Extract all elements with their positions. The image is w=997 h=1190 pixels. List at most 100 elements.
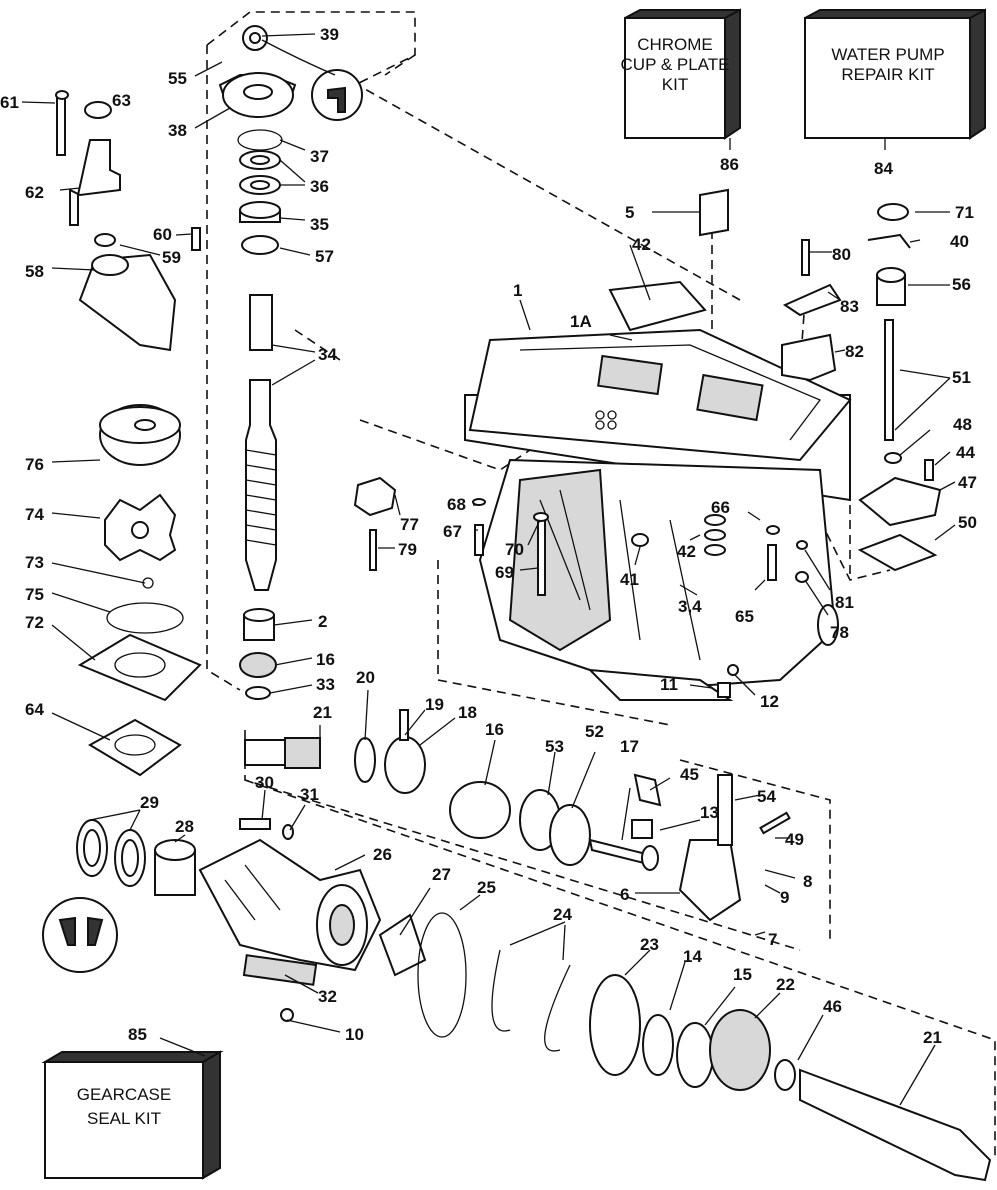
callout-54: 54 [757,787,776,806]
callout-34: 34 [318,345,337,364]
callout-11: 11 [660,675,678,694]
callout-51: 51 [952,368,971,387]
callout-20: 20 [356,668,375,687]
chrome-cup-plate-kit-box: CHROME CUP & PLATE KIT [621,8,741,140]
callout-27: 27 [432,865,451,884]
callout-74: 74 [25,505,44,524]
callout-21a: 21 [313,703,332,722]
callout-16b: 16 [485,720,504,739]
callout-31: 31 [300,785,319,804]
callout-49: 49 [785,830,804,849]
callout-52: 52 [585,722,604,741]
callout-78: 78 [830,623,849,642]
callout-16a: 16 [316,650,335,669]
callout-10: 10 [345,1025,364,1044]
callout-6: 6 [620,885,629,904]
callout-53: 53 [545,737,564,756]
callout-47: 47 [958,473,977,492]
water-pump-parts [55,90,202,777]
callout-76: 76 [25,455,44,474]
callout-14: 14 [683,947,702,966]
callout-82: 82 [845,342,864,361]
callout-55: 55 [168,69,187,88]
callout-32: 32 [318,987,337,1006]
callout-8: 8 [803,872,812,891]
callout-58: 58 [25,262,44,281]
callout-35: 35 [310,215,329,234]
callout-13: 13 [700,803,719,822]
right-side-parts [311,69,942,698]
callout-39: 39 [320,25,339,44]
callout-69: 69 [495,563,514,582]
callout-63: 63 [112,91,131,110]
callout-73: 73 [25,553,44,572]
callout-29: 29 [140,793,159,812]
callout-80: 80 [832,245,851,264]
callout-17: 17 [620,737,639,756]
callout-85: 85 [128,1025,147,1044]
seal-kit-line2: SEAL KIT [87,1109,161,1128]
gearcase-seal-kit-box: GEARCASE SEAL KIT [41,1050,224,1180]
callout-44: 44 [956,443,975,462]
lower-gear-train [42,709,992,1182]
callout-7: 7 [768,930,777,949]
callout-57: 57 [315,247,334,266]
callout-30: 30 [255,773,274,792]
callout-18: 18 [458,703,477,722]
callout-50: 50 [958,513,977,532]
callout-41: 41 [620,570,639,589]
callout-60: 60 [153,225,172,244]
water-pump-kit-line2: REPAIR KIT [841,65,934,84]
callout-65: 65 [735,607,754,626]
callout-40: 40 [950,232,969,251]
callout-64: 64 [25,700,44,719]
callout-56: 56 [952,275,971,294]
callout-25: 25 [477,878,496,897]
callout-67: 67 [443,522,462,541]
callout-28: 28 [175,817,194,836]
callout-81: 81 [835,593,854,612]
callout-45: 45 [680,765,699,784]
callout-83: 83 [840,297,859,316]
callout-42a: 42 [632,235,651,254]
callout-23: 23 [640,935,659,954]
callout-12: 12 [760,692,779,711]
callout-71: 71 [955,203,974,222]
callout-37: 37 [310,147,329,166]
callout-79: 79 [398,540,417,559]
callout-84: 84 [874,159,893,178]
driveshaft-stack [218,25,321,769]
callout-38: 38 [168,121,187,140]
chrome-kit-line1: CHROME [637,35,713,54]
water-pump-kit-box: WATER PUMP REPAIR KIT [804,8,986,140]
callout-72: 72 [25,613,44,632]
callout-68: 68 [447,495,466,514]
callout-48: 48 [953,415,972,434]
callout-46: 46 [823,997,842,1016]
callout-42b: 42 [677,542,696,561]
chrome-kit-line2: CUP & PLATE [621,55,730,74]
seal-kit-line1: GEARCASE [77,1085,171,1104]
callout-62: 62 [25,183,44,202]
callout-75: 75 [25,585,44,604]
callout-21b: 21 [923,1028,942,1047]
callout-2: 2 [318,612,327,631]
callout-5: 5 [625,203,634,222]
callout-1: 1 [513,281,522,300]
callout-1A: 1A [570,312,592,331]
gearcase-housing [464,328,852,701]
callout-26: 26 [373,845,392,864]
callout-33: 33 [316,675,335,694]
water-pump-kit-line1: WATER PUMP [831,45,944,64]
callout-9: 9 [780,888,789,907]
callout-77: 77 [400,515,419,534]
callout-22: 22 [776,975,795,994]
callout-15: 15 [733,965,752,984]
callout-66: 66 [711,498,730,517]
callout-36: 36 [310,177,329,196]
callout-19: 19 [425,695,444,714]
callout-59: 59 [162,248,181,267]
leader-lines [21,33,956,1106]
